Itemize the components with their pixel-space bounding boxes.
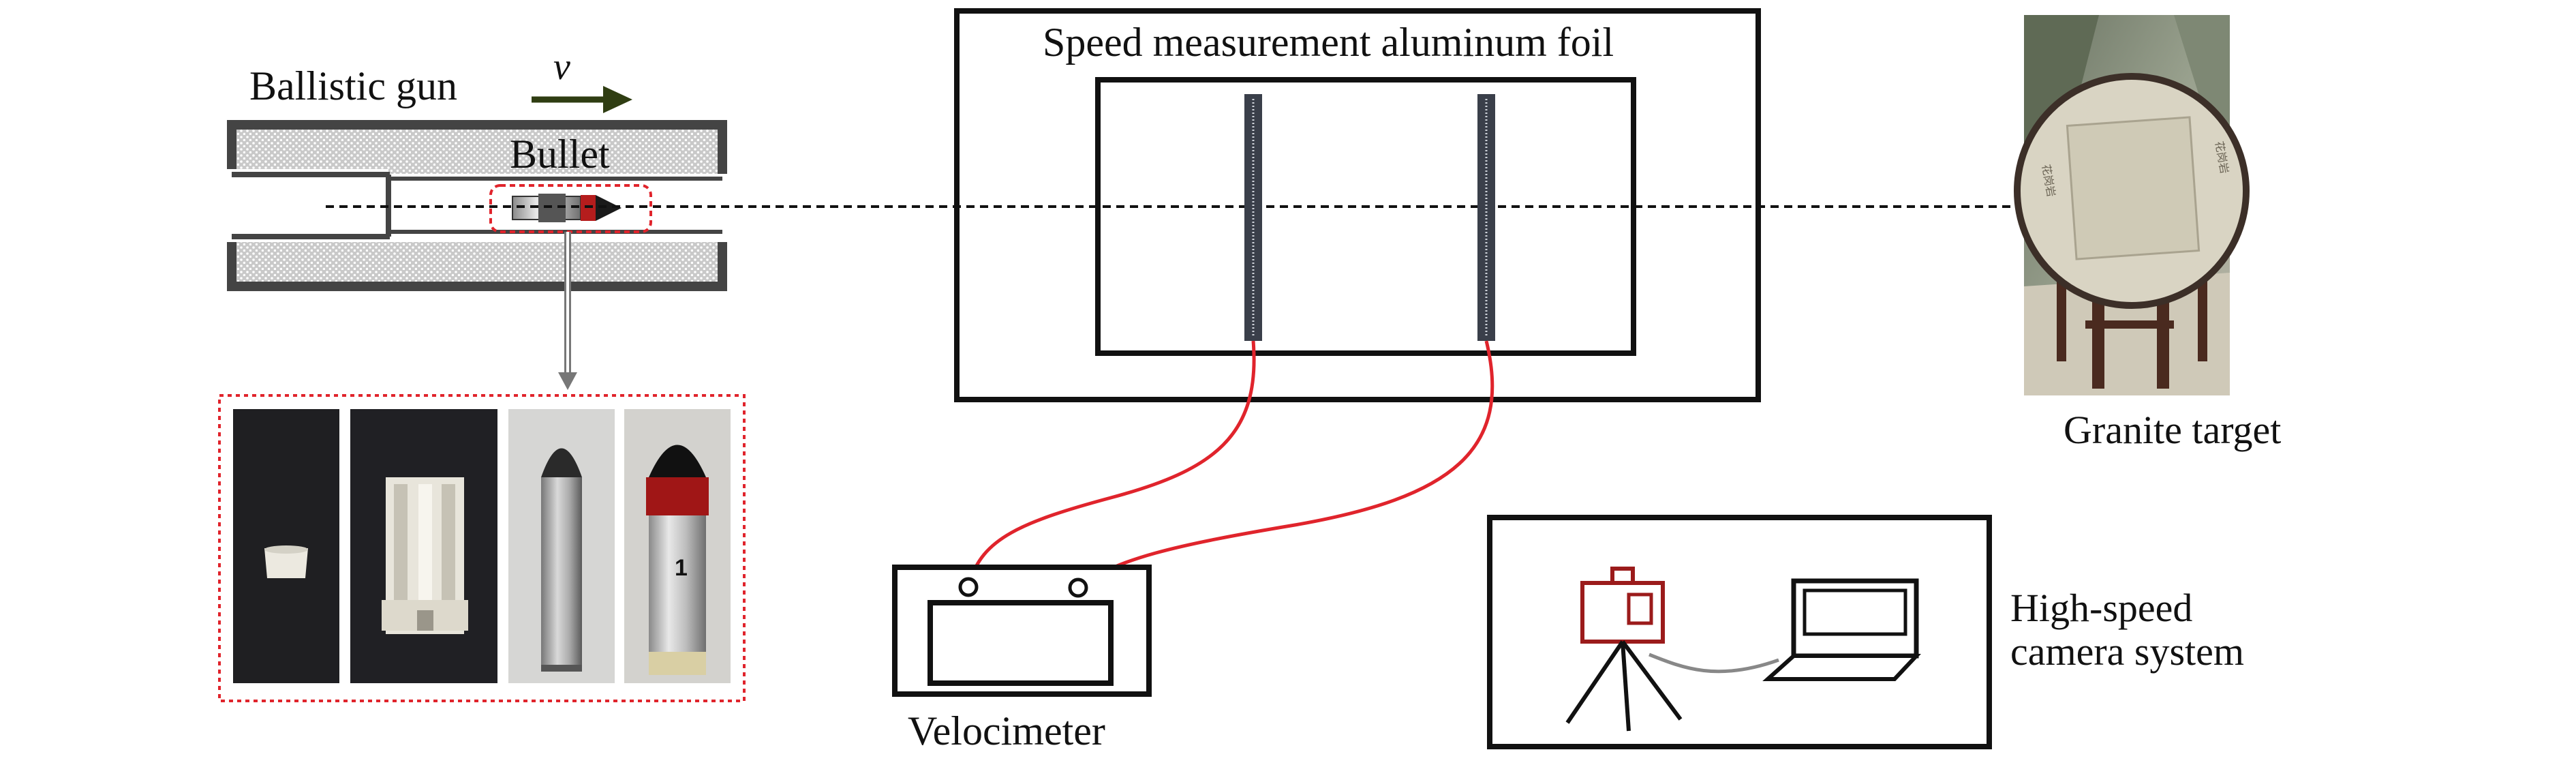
tripod-icon	[1565, 640, 1683, 732]
aluminum-foil-strip-1	[1244, 94, 1262, 341]
laptop-icon	[1762, 578, 1921, 681]
ballistic-gun	[225, 86, 729, 291]
zoom-connector	[558, 232, 577, 390]
camera-icon	[1580, 567, 1665, 644]
signal-wires	[968, 340, 1494, 587]
photo-projectile-core	[508, 409, 615, 683]
velocimeter-label: Velocimeter	[908, 708, 1105, 753]
camera-system-label-line1: High-speed	[2010, 586, 2193, 630]
photo-sabot-ring	[233, 409, 339, 683]
camera-system-frame	[1487, 515, 1992, 749]
gun-breech-step	[225, 169, 388, 241]
bullet-components-panel: 1	[218, 394, 746, 702]
velocimeter-port-1	[958, 577, 979, 597]
granite-target-slab	[2066, 116, 2201, 260]
aluminum-foil-strip-2	[1477, 94, 1495, 341]
foil-inner-frame	[1095, 77, 1636, 356]
velocity-symbol: v	[553, 46, 570, 88]
velocimeter	[892, 565, 1152, 697]
wire-1	[968, 340, 1256, 584]
velocimeter-port-2	[1068, 578, 1088, 598]
photo-assembled-bullet: 1	[624, 409, 731, 683]
camera-system	[1487, 515, 1992, 749]
granite-target-label: Granite target	[2064, 408, 2282, 452]
camera-cable	[1649, 652, 1779, 674]
ballistic-gun-label: Ballistic gun	[249, 63, 457, 108]
foil-title: Speed measurement aluminum foil	[1043, 20, 1614, 65]
foil-outer-frame	[954, 8, 1761, 402]
velocity-arrow-icon	[532, 86, 632, 113]
wire-2	[1081, 340, 1494, 587]
granite-target-photo: 花岗岩 花岗岩	[2014, 15, 2250, 395]
velocimeter-display	[927, 600, 1114, 686]
photo-split-sabot	[350, 409, 497, 683]
bullet-label: Bullet	[510, 132, 610, 177]
camera-system-label-line2: camera system	[2010, 629, 2245, 674]
speed-measurement-frame	[954, 8, 1761, 402]
bullet-number-label: 1	[675, 555, 688, 581]
